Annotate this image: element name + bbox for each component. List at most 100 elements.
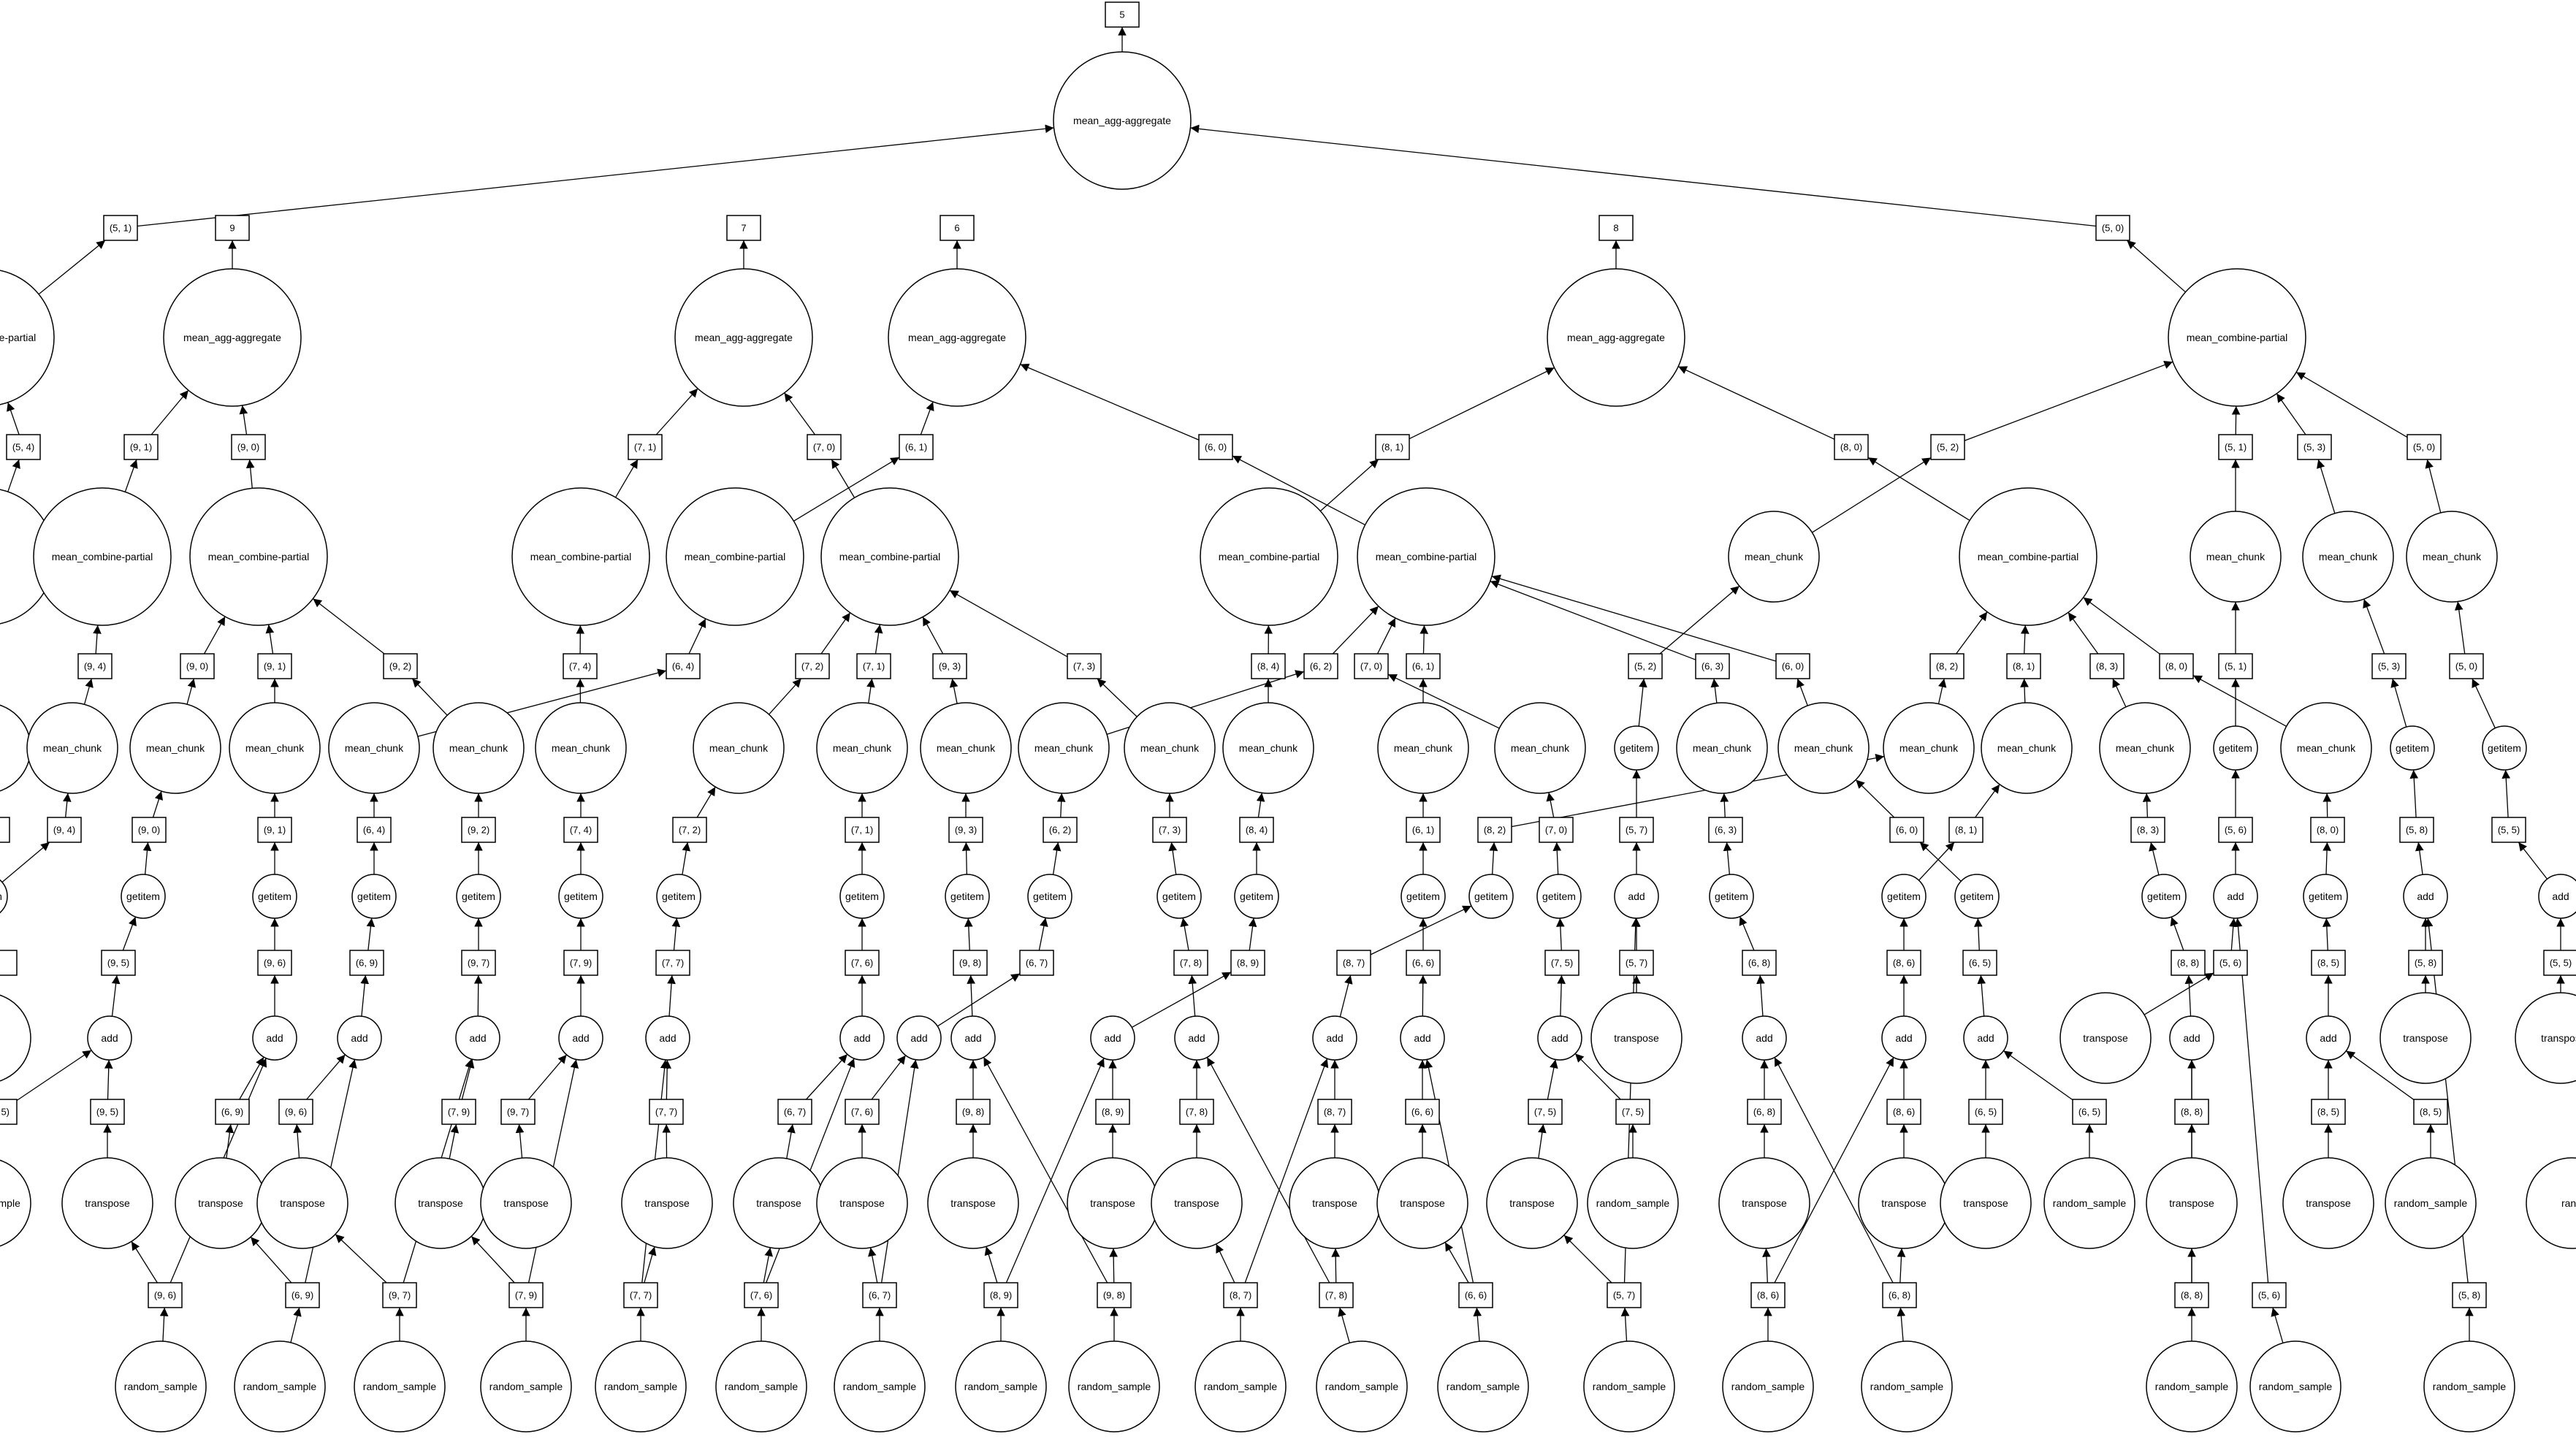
node-label: add — [1756, 1032, 1772, 1044]
node-label: getitem — [1887, 890, 1921, 902]
task-node: getitem — [1234, 874, 1279, 919]
task-node-circle — [2141, 874, 2187, 919]
key-node-box — [2310, 817, 2345, 843]
graph-edge — [866, 678, 875, 703]
key-node: (5, 7) — [1607, 1282, 1642, 1308]
node-label: getitem — [357, 890, 391, 902]
node-label: add — [1977, 1032, 1994, 1044]
key-node-box — [628, 434, 663, 460]
node-label: (5, 1) — [110, 223, 132, 234]
task-node-circle — [2385, 1157, 2477, 1249]
node-label: transpose — [1509, 1197, 1555, 1209]
task-node-circle — [2406, 511, 2498, 603]
graph-edge — [1956, 611, 1988, 655]
task-node: mean_chunk — [26, 702, 118, 794]
node-label: (7, 3) — [1159, 825, 1181, 836]
task-node: getitem — [2482, 725, 2527, 771]
task-node-circle — [645, 1015, 690, 1061]
node-label: (5, 7) — [1613, 1290, 1635, 1301]
node-label: getitem — [1960, 890, 1994, 902]
task-node: rand — [2526, 1157, 2576, 1249]
graph-edge — [2233, 918, 2269, 1283]
node-label: add — [101, 1032, 118, 1044]
graph-edge — [1339, 974, 1353, 1018]
node-label: getitem — [1542, 890, 1576, 902]
key-node: (5, 0) — [2407, 434, 2442, 460]
task-node-circle — [1174, 1015, 1219, 1061]
node-label: mean_chunk — [709, 742, 769, 754]
node-label: (5, 6) — [2258, 1290, 2280, 1301]
node-label: (9, 6) — [285, 1107, 307, 1118]
node-label: random_sample — [2155, 1381, 2229, 1392]
node-label: (6, 9) — [291, 1290, 313, 1301]
node-label: getitem — [2309, 890, 2342, 902]
graph-edge — [1331, 1248, 1341, 1283]
key-node: (5, 6) — [2252, 1282, 2287, 1308]
key-node-box — [382, 1282, 417, 1308]
key-node: (5, 5) — [2491, 817, 2526, 843]
graph-edge — [1867, 457, 1970, 522]
graph-edge — [1919, 842, 1962, 882]
key-node: (8, 7) — [1317, 1099, 1352, 1125]
node-label: (6, 4) — [672, 661, 694, 672]
key-node-box — [231, 434, 266, 460]
graph-edge — [1546, 792, 1555, 818]
task-node-circle — [666, 487, 804, 626]
node-label: (7, 5) — [1551, 958, 1573, 969]
task-node: mean_chunk — [1494, 702, 1586, 794]
node-label: add — [2183, 1032, 2200, 1044]
key-node-box — [349, 950, 384, 976]
graph-edge — [2276, 393, 2306, 435]
graph-edge — [1723, 842, 1732, 875]
node-label: mean_chunk — [2297, 742, 2356, 754]
task-node: getitem — [656, 874, 701, 919]
node-label: transpose — [756, 1197, 801, 1209]
task-node-circle — [2280, 702, 2372, 794]
key-node: (9, 4) — [47, 817, 82, 843]
graph-edge — [1489, 842, 1498, 875]
task-node-circle — [480, 1340, 572, 1433]
graph-edge — [1557, 974, 1566, 1017]
node-label: (9, 3) — [939, 661, 961, 672]
task-node-circle — [256, 1157, 348, 1249]
node-label: (9, 7) — [389, 1290, 411, 1301]
graph-edge — [290, 1307, 302, 1343]
graph-edge — [1739, 916, 1755, 951]
key-node-box — [1105, 1, 1140, 28]
task-node: add — [2169, 1015, 2214, 1061]
graph-edge — [38, 240, 106, 295]
node-label: (6, 1) — [1412, 661, 1434, 672]
task-node: getitem — [1156, 874, 1202, 919]
node-label: (6, 1) — [1412, 825, 1434, 836]
task-node: getitem — [1401, 874, 1446, 919]
key-node: (5, 6) — [2218, 817, 2253, 843]
node-label: 8 — [1613, 223, 1618, 234]
key-node: (8, 0) — [1834, 434, 1869, 460]
graph-edge — [2501, 769, 2511, 818]
graph-edge — [1370, 905, 1472, 955]
task-node-circle — [1124, 702, 1216, 794]
task-node-circle — [1614, 874, 1659, 919]
node-label: mean_chunk — [1899, 742, 1959, 754]
node-label: transpose — [644, 1197, 690, 1209]
task-node: mean_combine-partial — [0, 270, 55, 405]
key-node-box — [1775, 653, 1810, 679]
key-node-box — [2311, 950, 2346, 976]
key-node-box — [940, 215, 975, 241]
key-node — [0, 817, 10, 843]
task-node: mean_chunk — [816, 702, 908, 794]
key-node-box — [1607, 1282, 1642, 1308]
key-node: (7, 7) — [649, 1099, 684, 1125]
graph-edge — [667, 974, 676, 1017]
graph-edge — [1897, 1248, 1906, 1283]
graph-edge — [2322, 793, 2332, 818]
key-node-box — [2213, 950, 2248, 976]
graph-edge — [1490, 580, 1696, 660]
graph-edge — [1190, 124, 2097, 227]
task-node-circle — [1940, 1157, 2032, 1249]
task-node: add — [558, 1015, 603, 1061]
key-node-box — [1948, 817, 1984, 843]
node-label: (5, 0) — [2102, 223, 2124, 234]
graph-edge — [2322, 918, 2331, 951]
